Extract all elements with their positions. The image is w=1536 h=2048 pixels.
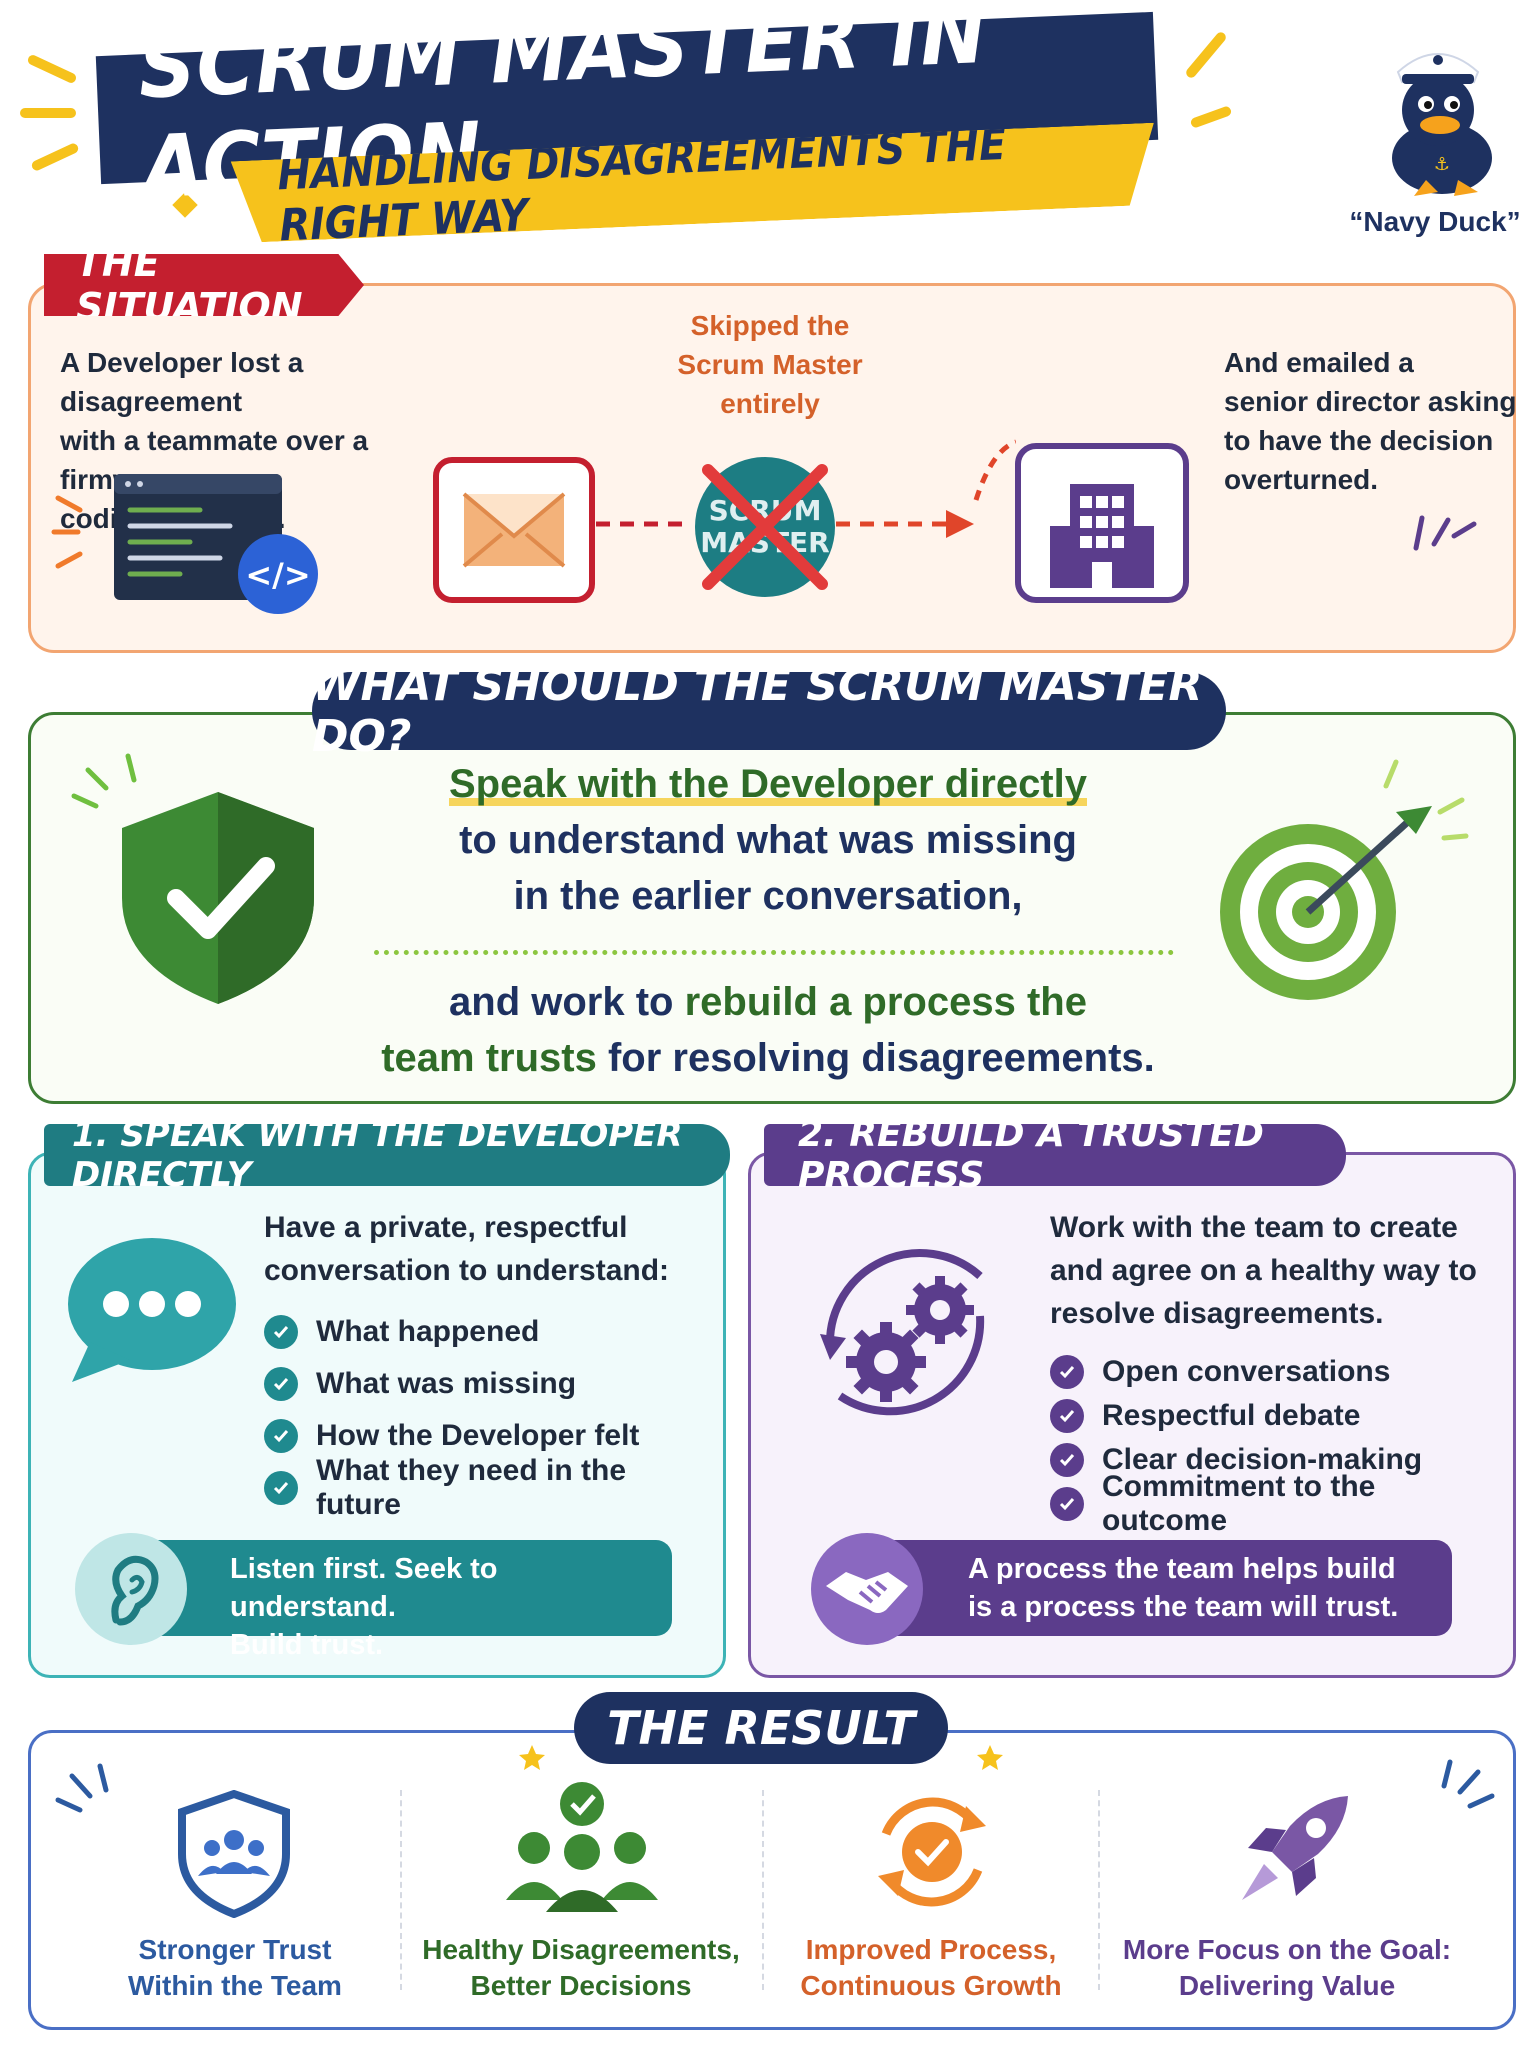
- list-item: Clear decision-making: [1050, 1438, 1500, 1482]
- gears-cycle-icon: [820, 1249, 985, 1416]
- result-divider: [400, 1790, 402, 1990]
- check-icon: [264, 1315, 298, 1349]
- check-icon: [1050, 1355, 1084, 1389]
- crossed-scrum-master-icon: SCRUM MASTER: [695, 457, 835, 597]
- list-item: What happened: [264, 1306, 714, 1358]
- result-item-process: Improved Process, Continuous Growth: [800, 1934, 1062, 2001]
- result-divider: [1098, 1790, 1100, 1990]
- recommendation-line-5: team trusts for resolving disagreements.: [381, 1036, 1155, 1080]
- process-checklist: Open conversations Respectful debate Cle…: [1050, 1350, 1500, 1537]
- spark-decoration: [26, 53, 78, 85]
- list-item: Commitment to the outcome: [1050, 1470, 1500, 1537]
- star-icon: [519, 1745, 545, 1770]
- result-item-trust: Stronger Trust Within the Team: [128, 1934, 342, 2001]
- cycle-check-icon: [878, 1797, 986, 1907]
- svg-text:⚓: ⚓: [1434, 154, 1450, 175]
- speak-intro: Have a private, respectful conversation …: [264, 1211, 670, 1287]
- recommendation-line-1: Speak with the Developer directly: [449, 762, 1087, 806]
- star-icon: [977, 1745, 1003, 1770]
- chat-bubble-icon: [68, 1238, 236, 1382]
- result-item-value: More Focus on the Goal: Delivering Value: [1122, 1934, 1452, 2001]
- process-callout-text: A process the team helps build is a proc…: [968, 1553, 1399, 1623]
- target-arrow-icon: [1220, 759, 1469, 1000]
- spark-decoration: [1441, 1759, 1495, 1809]
- rocket-icon: [1242, 1796, 1348, 1900]
- speak-checklist: What happened What was missing How the D…: [264, 1306, 714, 1521]
- shield-check-icon: [71, 753, 314, 1004]
- ear-icon: [75, 1533, 187, 1645]
- spark-decoration: [20, 108, 76, 118]
- situation-middle-text: Skipped the Scrum Master entirely: [677, 310, 863, 419]
- check-icon: [264, 1419, 298, 1453]
- process-intro: Work with the team to create and agree o…: [1050, 1211, 1477, 1330]
- situation-tag: THE SITUATION: [44, 254, 364, 316]
- code-glyph: </>: [245, 556, 310, 594]
- recommendation-line-3: in the earlier conversation,: [513, 874, 1023, 918]
- spark-decoration: [55, 1763, 109, 1813]
- recommendation-line-4: and work to rebuild a process the: [449, 980, 1087, 1024]
- check-icon: [1050, 1443, 1084, 1477]
- office-building-icon: [1015, 443, 1189, 603]
- email-icon: [433, 457, 595, 603]
- list-item: Open conversations: [1050, 1350, 1500, 1394]
- recommendation-heading: WHAT SHOULD THE SCRUM MASTER DO?: [312, 660, 1226, 762]
- list-item: What they need in the future: [264, 1454, 714, 1521]
- speak-callout-text: Listen first. Seek to understand. Build …: [230, 1553, 498, 1661]
- result-divider: [762, 1790, 764, 1990]
- result-heading: THE RESULT: [574, 1692, 948, 1764]
- check-icon: [1050, 1487, 1084, 1521]
- flow-arrow-icon: [596, 439, 1016, 538]
- dotted-divider: [374, 950, 1174, 955]
- mascot-caption: “Navy Duck”: [1349, 206, 1521, 237]
- recommendation-line-2: to understand what was missing: [459, 818, 1077, 862]
- check-icon: [1050, 1399, 1084, 1433]
- speak-panel-tag: 1. SPEAK WITH THE DEVELOPER DIRECTLY: [44, 1115, 730, 1195]
- check-icon: [264, 1367, 298, 1401]
- process-panel-tag: 2. REBUILD A TRUSTED PROCESS: [764, 1114, 1346, 1196]
- check-icon: [264, 1471, 298, 1505]
- navy-duck-mascot-icon: ⚓: [1392, 53, 1492, 196]
- handshake-icon: [811, 1533, 923, 1645]
- code-window-icon: </>: [51, 474, 318, 614]
- list-item: Respectful debate: [1050, 1394, 1500, 1438]
- spark-decoration: [1189, 105, 1233, 129]
- spark-decoration: [30, 141, 80, 173]
- list-item: What was missing: [264, 1358, 714, 1410]
- shield-team-icon: [178, 1790, 290, 1918]
- spark-decoration: [1413, 515, 1477, 551]
- situation-right-text: And emailed a senior director asking to …: [1224, 347, 1517, 495]
- result-item-decisions: Healthy Disagreements, Better Decisions: [422, 1934, 740, 2001]
- spark-decoration: [1184, 30, 1228, 80]
- list-item: How the Developer felt: [264, 1410, 714, 1462]
- team-check-icon: [506, 1782, 658, 1912]
